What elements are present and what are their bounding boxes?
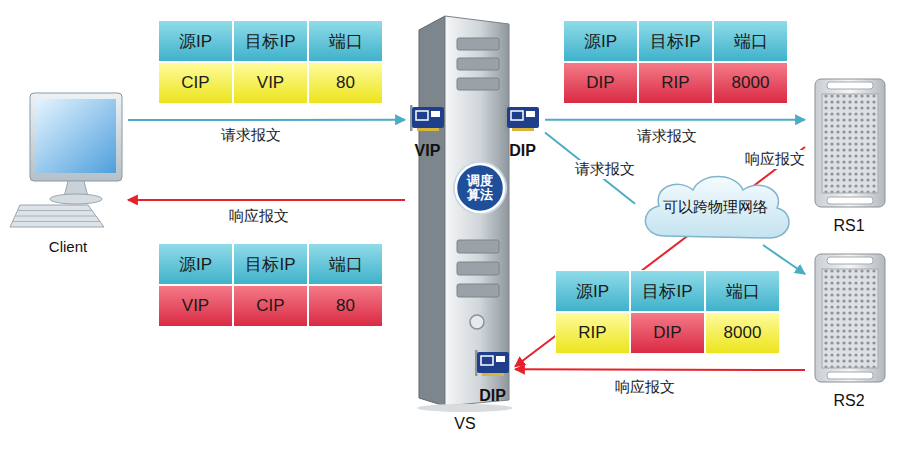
badge-disc xyxy=(456,164,504,212)
nic-board xyxy=(507,107,539,128)
real-server: RS2 xyxy=(805,250,893,410)
server-handle xyxy=(827,82,873,89)
edge-label: 响应报文 xyxy=(226,207,292,226)
edge-label: 请求报文 xyxy=(572,160,638,179)
table-cell: VIP xyxy=(158,285,233,327)
monitor-screen xyxy=(36,99,116,173)
client-computer: Client xyxy=(8,85,128,255)
cloud-shape xyxy=(645,177,789,239)
rs-illustration xyxy=(805,75,893,235)
server-side xyxy=(419,16,445,406)
node-label: Client xyxy=(49,238,87,255)
nic-port xyxy=(431,111,440,117)
table-cell: 8000 xyxy=(713,62,788,104)
edge-label: 响应报文 xyxy=(742,150,808,169)
nic-port xyxy=(496,356,505,362)
table-header-cell: 端口 xyxy=(705,270,780,312)
nic-pins xyxy=(512,128,534,131)
node-label: VIP xyxy=(415,142,441,160)
network-card: DIP xyxy=(500,105,545,160)
table-header-cell: 目标IP xyxy=(233,243,308,285)
nic-pins xyxy=(417,128,439,131)
drive-bay xyxy=(457,78,499,90)
drive-bay xyxy=(457,38,499,50)
table-header-cell: 端口 xyxy=(713,20,788,62)
server-shadow xyxy=(417,404,513,412)
badge-ring xyxy=(453,161,507,215)
server-body xyxy=(815,79,885,207)
monitor-frame xyxy=(30,93,122,181)
keyboard-row xyxy=(13,221,101,222)
node-label: DIP xyxy=(479,387,506,405)
drive-bay xyxy=(457,240,499,253)
node-label: VS xyxy=(454,415,475,433)
nic-chip xyxy=(481,356,493,365)
client-illustration xyxy=(8,85,128,255)
server-handle xyxy=(827,257,873,264)
table-cell: CIP xyxy=(233,285,308,327)
nic-pins xyxy=(482,373,504,376)
edge-label: 请求报文 xyxy=(634,127,700,146)
server-handle xyxy=(827,372,873,379)
server-handle xyxy=(827,197,873,204)
table-cell: DIP xyxy=(630,312,705,354)
keyboard-row xyxy=(18,210,93,211)
monitor-base xyxy=(50,194,102,204)
nic-chip xyxy=(511,111,523,120)
table-header-cell: 目标IP xyxy=(233,20,308,62)
table-header-cell: 源IP xyxy=(555,270,630,312)
node-label: RS2 xyxy=(833,392,864,410)
connector-arrow xyxy=(515,147,805,367)
edge-label: 响应报文 xyxy=(612,378,678,397)
connector-arrow xyxy=(128,199,405,201)
power-button xyxy=(470,315,484,329)
server-grille xyxy=(822,94,878,193)
table-cell: RIP xyxy=(555,312,630,354)
scheduler-badge: 调度算法 xyxy=(452,160,508,216)
nic-board xyxy=(412,107,444,128)
connector-arrow xyxy=(515,368,805,371)
table-cell: VIP xyxy=(233,62,308,104)
server-front xyxy=(445,16,509,406)
rs-illustration xyxy=(805,250,893,410)
connector-arrow xyxy=(128,119,405,121)
node-label: 可以跨物理网络 xyxy=(663,198,768,217)
virtual-server: VSVIPDIP调度算法DIP xyxy=(405,8,525,433)
server-body xyxy=(815,254,885,382)
table-header-cell: 目标IP xyxy=(630,270,705,312)
table-header-cell: 端口 xyxy=(308,20,383,62)
table-header-cell: 目标IP xyxy=(638,20,713,62)
drive-bay xyxy=(457,58,499,70)
node-label: RS1 xyxy=(833,217,864,235)
edge-label: 请求报文 xyxy=(218,126,284,145)
table-header-cell: 源IP xyxy=(158,20,233,62)
network-card: VIP xyxy=(405,105,450,160)
table-header-cell: 端口 xyxy=(308,243,383,285)
keyboard xyxy=(10,205,104,227)
drive-bay xyxy=(457,284,499,297)
table-header-cell: 源IP xyxy=(158,243,233,285)
connector-arrow xyxy=(545,119,805,121)
server-grille xyxy=(822,269,878,368)
node-label: 调度算法 xyxy=(467,174,493,203)
table-cell: 8000 xyxy=(705,312,780,354)
nic-board xyxy=(477,352,509,373)
nic-chip xyxy=(416,111,428,120)
real-server: RS1 xyxy=(805,75,893,235)
table-cell: DIP xyxy=(563,62,638,104)
table-cell: CIP xyxy=(158,62,233,104)
drive-bay xyxy=(457,262,499,275)
table-cell: 80 xyxy=(308,285,383,327)
table-cell: 80 xyxy=(308,62,383,104)
network-cloud: 可以跨物理网络 xyxy=(635,170,795,245)
nic-port xyxy=(526,111,535,117)
network-card: DIP xyxy=(470,350,515,405)
node-label: DIP xyxy=(509,142,536,160)
table-header-cell: 源IP xyxy=(563,20,638,62)
table-cell: RIP xyxy=(638,62,713,104)
keyboard-row xyxy=(15,216,96,217)
